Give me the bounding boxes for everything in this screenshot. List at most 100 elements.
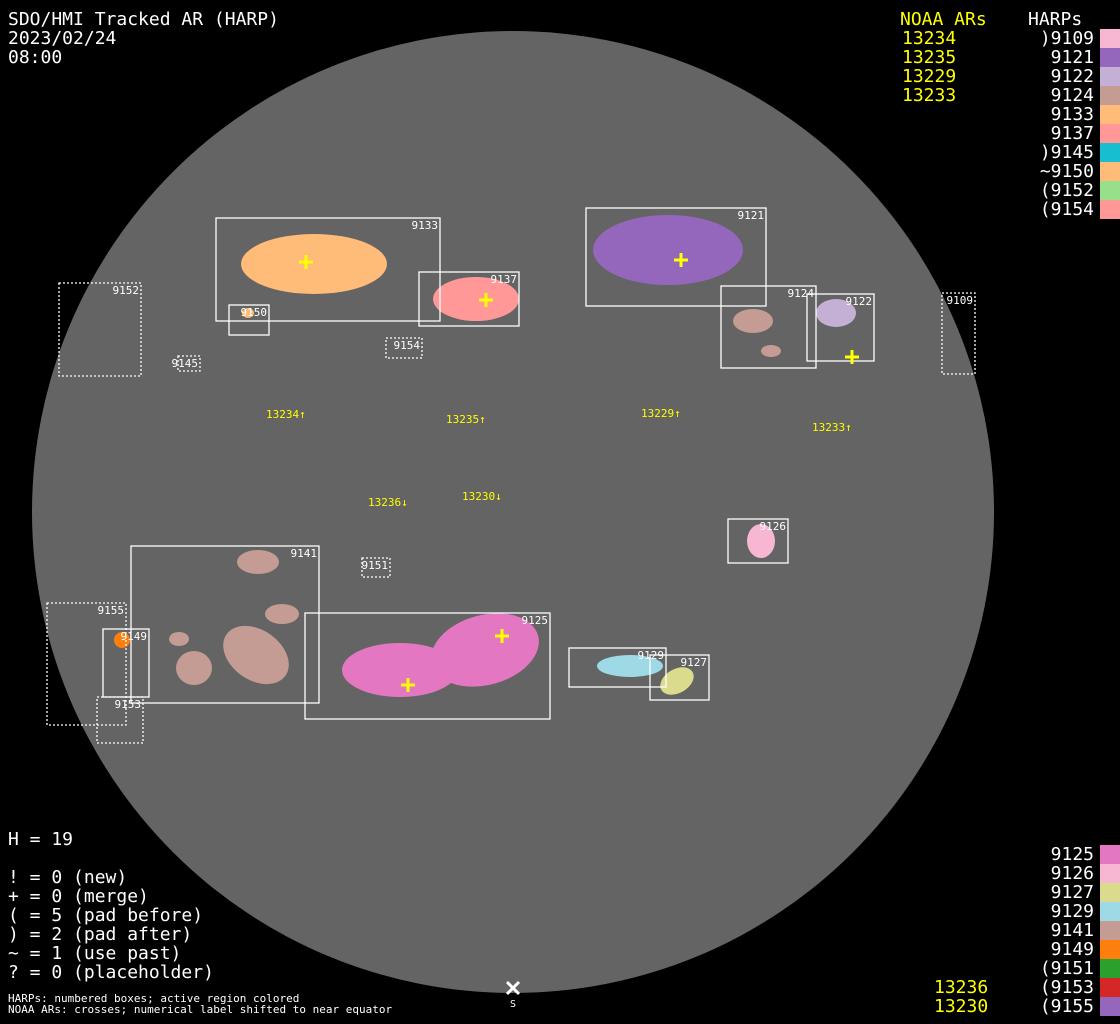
noaa-cross-icon [401, 678, 415, 692]
region-9137 [433, 277, 519, 321]
harp-legend-label: (9153 [1039, 977, 1094, 998]
noaa-legend-item: 13236 [934, 977, 989, 998]
harp-box-label: 9151 [362, 559, 389, 572]
harp-legend-item: 9125 [990, 844, 1120, 865]
harp-box-9121 [585, 207, 767, 307]
noaa-legend-item: 13230 [934, 996, 989, 1017]
harp-box-9141 [130, 545, 320, 704]
active-regions [114, 215, 856, 697]
noaa-cross-icon [479, 293, 493, 307]
harp-color-swatch [1100, 864, 1120, 883]
harp-legend-item: 9133 [990, 104, 1120, 125]
harp-legend-item: 9121 [990, 47, 1120, 68]
region-9125b [431, 613, 539, 687]
harp-legend-item: 9149 [990, 939, 1120, 960]
harp-legend-label: (9154 [1039, 199, 1094, 220]
harp-legend-label: ~9150 [1039, 161, 1094, 182]
region-9141e [223, 625, 289, 685]
status-count-line: ? = 0 (placeholder) [8, 962, 214, 983]
harp-legend-label: 9126 [1050, 863, 1094, 884]
harp-box-label: 9137 [491, 273, 518, 286]
solar-disk [32, 31, 994, 993]
harp-color-swatch [1100, 162, 1120, 181]
harp-legend-label: 9124 [1050, 85, 1094, 106]
harp-box-label: 9152 [113, 284, 140, 297]
harp-color-swatch [1100, 105, 1120, 124]
harp-legend-item: )9145 [990, 142, 1120, 163]
harp-legend-item: (9155 [990, 996, 1120, 1017]
harp-box-9109 [941, 292, 976, 375]
harp-legend-item: ~9150 [990, 161, 1120, 182]
harp-box-9155 [46, 602, 127, 726]
harp-color-swatch [1100, 124, 1120, 143]
harp-legend-label: 9121 [1050, 47, 1094, 68]
harp-color-swatch [1100, 902, 1120, 921]
harp-legend-item: (9154 [990, 199, 1120, 220]
harp-color-swatch [1100, 845, 1120, 864]
harp-legend-item: 9124 [990, 85, 1120, 106]
header-time: 08:00 [8, 47, 63, 68]
noaa-legend-item: 13233 [902, 85, 957, 106]
noaa-legend-item: 13229 [902, 66, 957, 87]
harp-box-label: 9124 [788, 287, 815, 300]
harp-legend-item: (9153 [990, 977, 1120, 998]
noaa-label: 13233↑ [812, 421, 852, 434]
harp-box-label: 9122 [846, 295, 873, 308]
noaa-cross-icon [674, 253, 688, 267]
harp-legend-item: 9127 [990, 882, 1120, 903]
status-count-line: ( = 5 (pad before) [8, 905, 204, 926]
harp-box-9125 [304, 612, 551, 720]
harp-legend-label: (9151 [1039, 958, 1094, 979]
harp-box-9129 [568, 647, 667, 688]
region-9125a [342, 643, 458, 697]
status-count-line: ! = 0 (new) [8, 867, 128, 888]
harp-legend-item: 9141 [990, 920, 1120, 941]
region-9141a [237, 550, 279, 574]
harp-legend-label: 9122 [1050, 66, 1094, 87]
harp-color-swatch [1100, 67, 1120, 86]
harp-box-label: 9153 [115, 698, 142, 711]
harp-box-9154 [385, 337, 423, 359]
region-9126 [747, 524, 775, 558]
noaa-label: 13230↓ [462, 490, 502, 503]
harp-legend-label: (9155 [1039, 996, 1094, 1017]
harp-color-swatch [1100, 86, 1120, 105]
harp-color-swatch [1100, 181, 1120, 200]
noaa-label: 13234↑ [266, 408, 306, 421]
harp-box-9122 [806, 293, 875, 362]
south-marker-icon [505, 980, 521, 996]
harp-box-9137 [418, 271, 520, 327]
harp-box-label: 9127 [681, 656, 708, 669]
harp-legend-item: )9109 [990, 28, 1120, 49]
region-9129 [597, 655, 663, 677]
harp-legend-label: )9109 [1039, 28, 1094, 49]
region-9124a [733, 309, 773, 333]
region-9124b [761, 345, 781, 357]
footer-line-2: NOAA ARs: crosses; numerical label shift… [8, 1003, 393, 1016]
harp-box-label: 9149 [121, 630, 148, 643]
region-9133 [241, 234, 387, 294]
harp-legend-label: )9145 [1039, 142, 1094, 163]
harp-box-label: 9126 [760, 520, 787, 533]
harp-box-9124 [720, 285, 817, 369]
status-counts: ! = 0 (new)+ = 0 (merge)( = 5 (pad befor… [8, 868, 214, 982]
harp-box-9145 [177, 355, 201, 372]
south-label: S [510, 999, 516, 1010]
harp-legend-label: 9149 [1050, 939, 1094, 960]
region-9121 [593, 215, 743, 285]
status-count-line: + = 0 (merge) [8, 886, 149, 907]
harp-count: H = 19 [8, 829, 74, 850]
harp-legend-label: 9133 [1050, 104, 1094, 125]
harp-box-9126 [727, 518, 789, 564]
region-9122 [816, 299, 856, 327]
harp-legend-item: (9152 [990, 180, 1120, 201]
harp-legend-title: HARPs [1028, 9, 1083, 30]
harp-box-label: 9109 [947, 294, 974, 307]
harp-box-9153 [96, 696, 144, 744]
harp-color-swatch [1100, 921, 1120, 940]
